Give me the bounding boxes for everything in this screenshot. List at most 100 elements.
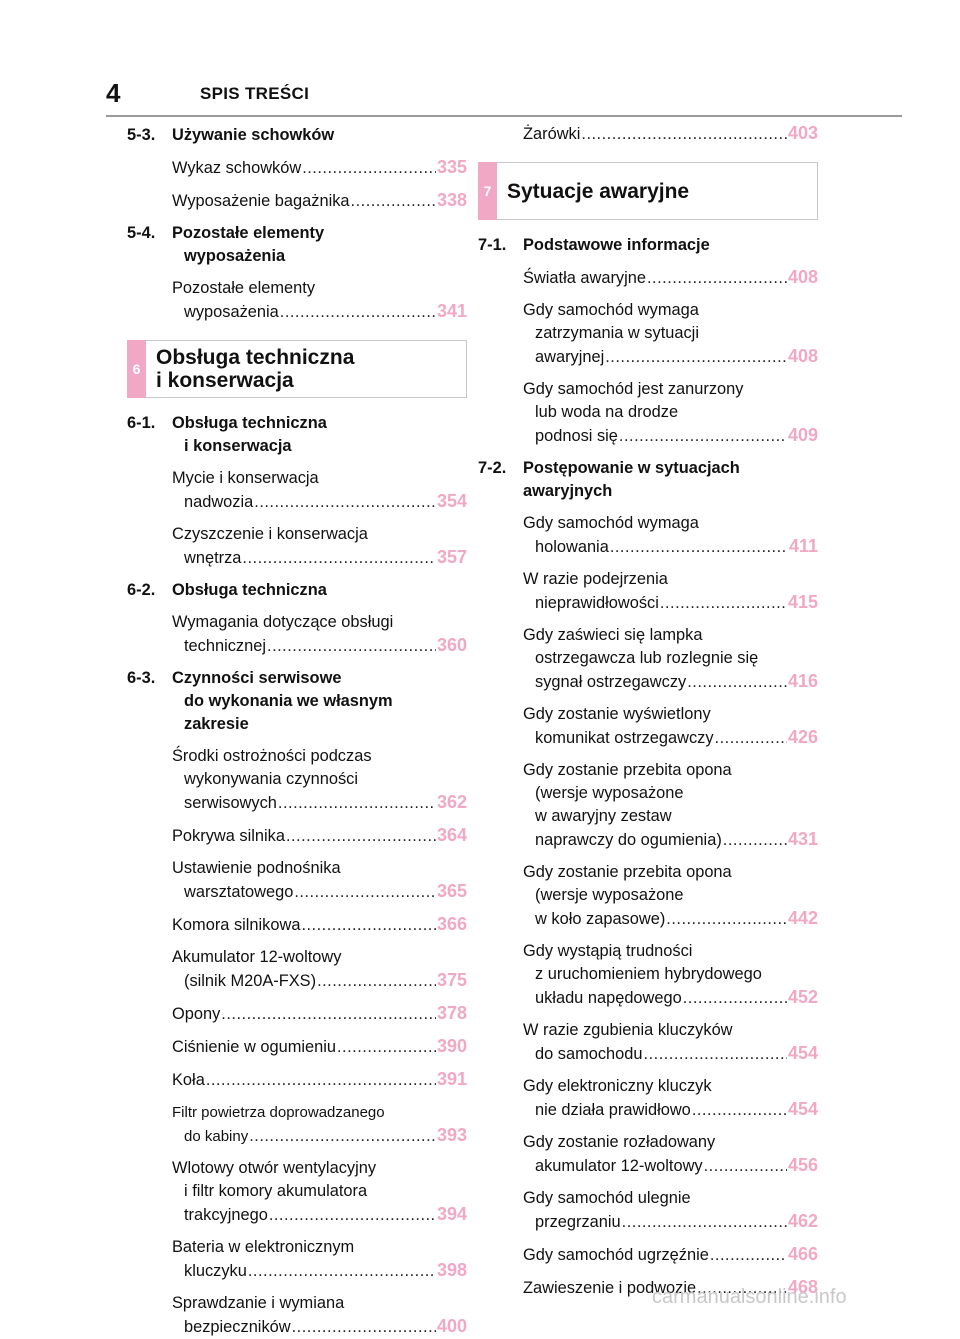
page-ref: 335 — [436, 157, 467, 177]
page-header: 4 SPIS TREŚCI — [0, 0, 960, 118]
page-ref: 357 — [436, 547, 467, 567]
toc-entry[interactable]: Światła awaryjne408 — [523, 266, 818, 290]
toc-entry[interactable]: Mycie i konserwacja nadwozia354 — [172, 467, 467, 514]
leader-dots — [267, 635, 436, 658]
toc-entry[interactable]: Sprawdzanie i wymiana bezpieczników400 — [172, 1292, 467, 1339]
leader-dots — [317, 970, 436, 993]
page-ref: 394 — [436, 1204, 467, 1224]
toc-entry[interactable]: Gdy zostanie wyświetlony komunikat ostrz… — [523, 703, 818, 750]
toc-entry[interactable]: Gdy samochód wymaga zatrzymania w sytuac… — [523, 299, 818, 369]
toc-entry[interactable]: Gdy samochód ulegnie przegrzaniu462 — [523, 1187, 818, 1234]
page-ref: 466 — [787, 1244, 818, 1264]
toc-entry[interactable]: Gdy elektroniczny kluczyk nie działa pra… — [523, 1075, 818, 1122]
toc-entry[interactable]: Środki ostrożności podczas wykonywania c… — [172, 745, 467, 815]
page-ref: 416 — [787, 671, 818, 691]
leader-dots — [302, 157, 436, 180]
toc-entry[interactable]: Komora silnikowa366 — [172, 913, 467, 937]
toc-section-6-2: 6-2. Obsługa techniczna — [127, 581, 327, 599]
toc-entry[interactable]: Gdy zaświeci się lampka ostrzegawcza lub… — [523, 624, 818, 694]
page-ref: 391 — [436, 1069, 467, 1089]
leader-dots — [666, 908, 787, 931]
toc-entry[interactable]: Gdy zostanie przebita opona (wersje wypo… — [523, 861, 818, 931]
page-ref: 411 — [788, 536, 818, 556]
leader-dots — [710, 1244, 787, 1267]
toc-entry[interactable]: Wykaz schowków335 — [172, 156, 467, 180]
leader-dots — [715, 727, 787, 750]
leader-dots — [206, 1069, 436, 1092]
chapter-number-tab: 6 — [127, 340, 146, 398]
leader-dots — [647, 267, 787, 290]
toc-entry[interactable]: Gdy samochód ugrzęźnie466 — [523, 1243, 818, 1267]
leader-dots — [610, 536, 788, 559]
leader-dots — [581, 123, 787, 146]
page-ref: 375 — [436, 970, 467, 990]
page-ref: 400 — [436, 1316, 467, 1336]
toc-right-column: Żarówki403 7 Sytuacje awaryjne 7-1. Pods… — [478, 122, 818, 1300]
toc-entry[interactable]: Gdy samochód jest zanurzony lub woda na … — [523, 378, 818, 448]
leader-dots — [221, 1003, 436, 1026]
toc-entry[interactable]: Opony378 — [172, 1002, 467, 1026]
toc-entry[interactable]: Pokrywa silnika364 — [172, 824, 467, 848]
leader-dots — [351, 190, 436, 213]
page-ref: 341 — [436, 301, 467, 321]
leader-dots — [254, 491, 436, 514]
leader-dots — [644, 1043, 787, 1066]
page-ref: 354 — [436, 491, 467, 511]
toc-entry[interactable]: Ustawienie podnośnika warsztatowego365 — [172, 857, 467, 904]
leader-dots — [692, 1099, 787, 1122]
footer-watermark: carmanualsonline.info — [652, 1286, 847, 1308]
page-ref: 431 — [787, 829, 818, 849]
toc-entry[interactable]: Gdy samochód wymaga holowania411 — [523, 512, 818, 559]
page-number: 4 — [106, 78, 121, 108]
toc-entry[interactable]: Wlotowy otwór wentylacyjny i filtr komor… — [172, 1157, 467, 1227]
leader-dots — [622, 1211, 787, 1234]
leader-dots — [286, 825, 436, 848]
page-ref: 415 — [787, 592, 818, 612]
toc-entry[interactable]: Wyposażenie bagażnika338 — [172, 189, 467, 213]
page-ref: 454 — [787, 1099, 818, 1119]
page-ref: 366 — [436, 914, 467, 934]
toc-left-column: 5-3. Używanie schowków Wykaz schowków335… — [127, 124, 467, 1339]
leader-dots — [294, 881, 436, 904]
toc-entry[interactable]: Bateria w elektronicznym kluczyku398 — [172, 1236, 467, 1283]
toc-entry[interactable]: Pozostałe elementy wyposażenia341 — [172, 277, 467, 324]
toc-entry[interactable]: Ciśnienie w ogumieniu390 — [172, 1035, 467, 1059]
page-ref: 365 — [436, 881, 467, 901]
page-ref: 390 — [436, 1036, 467, 1056]
leader-dots — [704, 1155, 787, 1178]
leader-dots — [242, 547, 436, 570]
page-ref: 403 — [787, 123, 818, 143]
leader-dots — [301, 914, 436, 937]
leader-dots — [660, 592, 787, 615]
leader-dots — [683, 987, 787, 1010]
page-ref: 408 — [787, 267, 818, 287]
toc-entry[interactable]: Filtr powietrza doprowadzanego do kabiny… — [172, 1101, 467, 1148]
page-ref: 338 — [436, 190, 467, 210]
leader-dots — [269, 1204, 436, 1227]
leader-dots — [619, 425, 787, 448]
toc-entry[interactable]: Koła391 — [172, 1068, 467, 1092]
toc-entry[interactable]: Żarówki403 — [523, 122, 818, 146]
page-ref: 468 — [787, 1277, 818, 1297]
page-ref: 426 — [787, 727, 818, 747]
toc-entry[interactable]: Gdy zostanie przebita opona (wersje wypo… — [523, 759, 818, 852]
toc-entry[interactable]: Czyszczenie i konserwacja wnętrza357 — [172, 523, 467, 570]
leader-dots — [723, 829, 787, 852]
toc-entry[interactable]: Gdy wystąpią trudności z uruchomieniem h… — [523, 940, 818, 1010]
page-ref: 393 — [436, 1125, 467, 1145]
toc-entry[interactable]: Wymagania dotyczące obsługi technicznej3… — [172, 611, 467, 658]
page-ref: 360 — [436, 635, 467, 655]
page-ref: 452 — [787, 987, 818, 1007]
toc-entry[interactable]: Akumulator 12-woltowy (silnik M20A-FXS)3… — [172, 946, 467, 993]
toc-entry[interactable]: W razie zgubienia kluczyków do samochodu… — [523, 1019, 818, 1066]
toc-entry[interactable]: Zawieszenie i podwozie468 — [523, 1276, 818, 1300]
leader-dots — [337, 1036, 436, 1059]
toc-entry[interactable]: Gdy zostanie rozładowany akumulator 12-w… — [523, 1131, 818, 1178]
toc-entry[interactable]: W razie podejrzenia nieprawidłowości415 — [523, 568, 818, 615]
page-ref: 409 — [787, 425, 818, 445]
leader-dots — [687, 671, 787, 694]
